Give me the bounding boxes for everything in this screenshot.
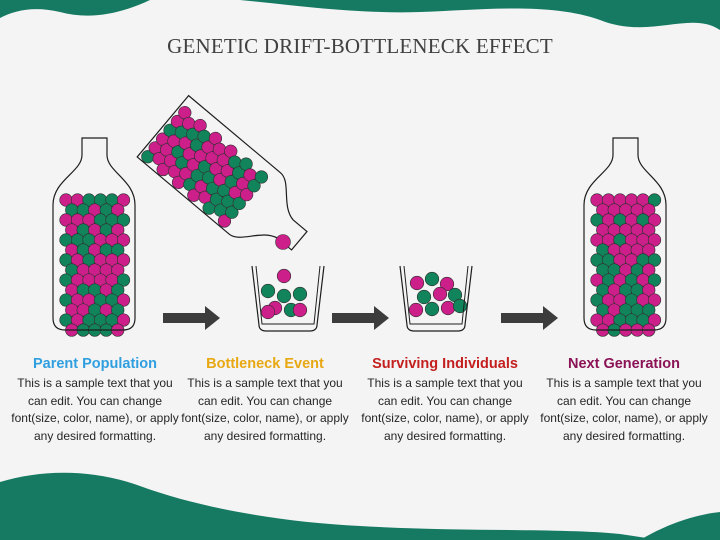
ball (111, 223, 125, 237)
ball (432, 286, 448, 302)
ball (116, 253, 131, 267)
ball (642, 263, 656, 277)
step-description: This is a sample text that you can edit.… (181, 376, 349, 443)
ball (276, 268, 292, 284)
bottom-wave-decoration (0, 472, 720, 540)
step-description: This is a sample text that you can edit.… (361, 376, 529, 443)
top-wave-decoration (0, 0, 720, 30)
ball (243, 168, 257, 182)
ball (111, 283, 125, 297)
ball (116, 293, 131, 307)
ball (182, 116, 196, 131)
ball (647, 273, 662, 287)
ball (647, 233, 662, 247)
ball (111, 243, 125, 257)
ball (647, 193, 662, 207)
ball (440, 300, 456, 316)
next-generation-balls (590, 193, 662, 337)
ball (424, 301, 440, 317)
ball (116, 193, 131, 207)
pouring-bottle-balls (141, 106, 269, 228)
ball (647, 293, 662, 307)
ball (111, 303, 125, 317)
bottom-wave-shape (0, 472, 660, 540)
ball (292, 286, 308, 302)
ball (111, 263, 125, 277)
parent-bottle (52, 137, 136, 331)
glass-bottleneck-balls (260, 268, 308, 320)
ball (116, 233, 131, 247)
ball (647, 253, 662, 267)
step-surviving-individuals: Surviving Individuals This is a sample t… (360, 356, 530, 445)
ball (409, 275, 425, 291)
ball (642, 303, 656, 317)
bottleneck-glass (251, 265, 325, 332)
ball (254, 170, 269, 184)
next-generation-bottle (583, 137, 667, 331)
ball (260, 283, 276, 299)
parent-population-balls (59, 193, 131, 337)
step-description: This is a sample text that you can edit.… (540, 376, 708, 443)
glass-surviving-balls (408, 271, 468, 318)
arrow-2 (332, 306, 389, 330)
ball (292, 302, 308, 318)
ball (178, 106, 192, 120)
step-description: This is a sample text that you can edit.… (11, 376, 179, 443)
ball (642, 283, 656, 297)
ball (193, 118, 207, 133)
ball (647, 213, 662, 227)
ball (647, 313, 662, 327)
ball (260, 304, 276, 320)
step-parent-population: Parent Population This is a sample text … (10, 356, 180, 445)
ball (111, 203, 125, 217)
top-wave-shape (0, 0, 720, 30)
step-next-generation: Next Generation This is a sample text th… (539, 356, 709, 445)
ball (116, 273, 131, 287)
slide-title: GENETIC DRIFT-BOTTLENECK EFFECT (167, 34, 553, 58)
ball (642, 203, 656, 217)
step-title: Next Generation (568, 356, 680, 372)
step-title: Bottleneck Event (206, 356, 324, 372)
arrow-3 (501, 306, 558, 330)
ball (642, 243, 656, 257)
step-title: Surviving Individuals (372, 356, 518, 372)
ball (408, 302, 424, 318)
surviving-glass (399, 265, 473, 332)
ball (424, 271, 440, 287)
falling-ball (275, 234, 291, 250)
ball (116, 313, 131, 327)
ball (228, 155, 242, 169)
ball (439, 276, 455, 292)
ball (224, 144, 238, 158)
ball (212, 142, 227, 156)
ball (116, 213, 131, 227)
ball (239, 157, 253, 171)
step-bottleneck-event: Bottleneck Event This is a sample text t… (180, 356, 350, 445)
arrow-1 (163, 306, 220, 330)
step-title: Parent Population (32, 356, 158, 372)
ball (276, 288, 292, 304)
ball (642, 223, 656, 237)
pouring-bottle (136, 94, 308, 251)
ball (416, 289, 432, 305)
ball (208, 131, 223, 145)
ball (197, 129, 211, 143)
